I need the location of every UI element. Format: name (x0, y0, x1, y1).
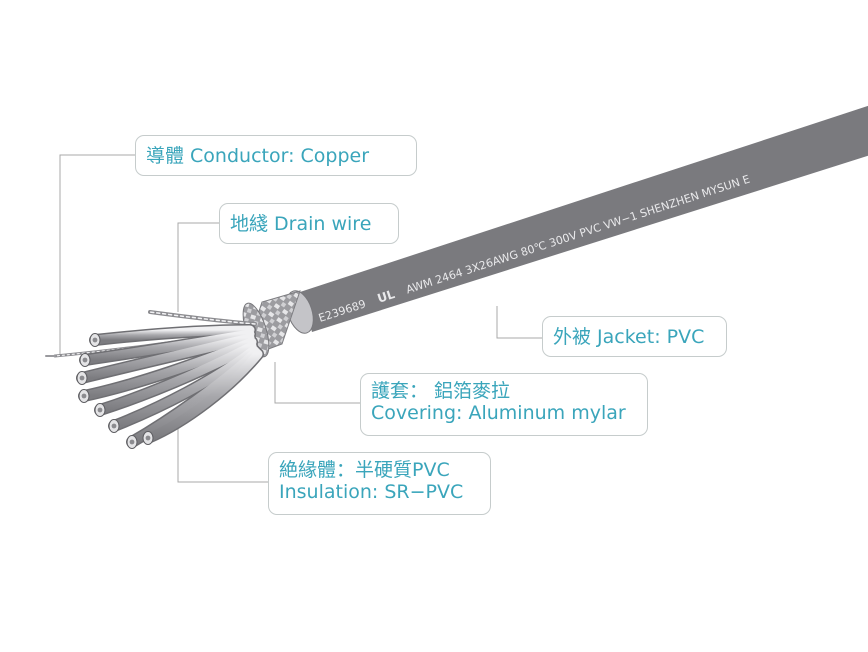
leader-covering (274, 362, 362, 404)
leader-insulation (177, 418, 268, 483)
label-conductor-text: 導體 Conductor: Copper (146, 145, 370, 167)
label-drain-wire: 地綫 Drain wire (219, 203, 399, 244)
ul-mark: UL (376, 287, 397, 306)
label-insulation: 絶緣體：半硬質PVC Insulation: SR−PVC (268, 452, 491, 515)
insulated-wires (76, 324, 264, 448)
leader-jacket (496, 306, 548, 339)
jacket-legend: AWM 2464 3X26AWG 80℃ 300V PVC VW−1 SHENZ… (404, 173, 751, 297)
label-covering-line2: Covering: Aluminum mylar (371, 402, 626, 424)
leader-lines (59, 154, 548, 483)
label-jacket-text: 外被 Jacket: PVC (553, 326, 705, 348)
label-conductor: 導體 Conductor: Copper (135, 135, 417, 176)
wire-ends (76, 333, 154, 449)
label-covering: 護套： 鋁箔麥拉 Covering: Aluminum mylar (360, 373, 648, 436)
label-insulation-line1: 絶緣體：半硬質PVC (279, 459, 450, 481)
label-drain-wire-text: 地綫 Drain wire (230, 213, 372, 235)
label-insulation-line2: Insulation: SR−PVC (279, 481, 464, 503)
label-covering-line1: 護套： 鋁箔麥拉 (371, 380, 511, 402)
leader-drain (177, 222, 220, 312)
label-jacket: 外被 Jacket: PVC (542, 316, 727, 357)
leader-conductor (59, 154, 136, 355)
